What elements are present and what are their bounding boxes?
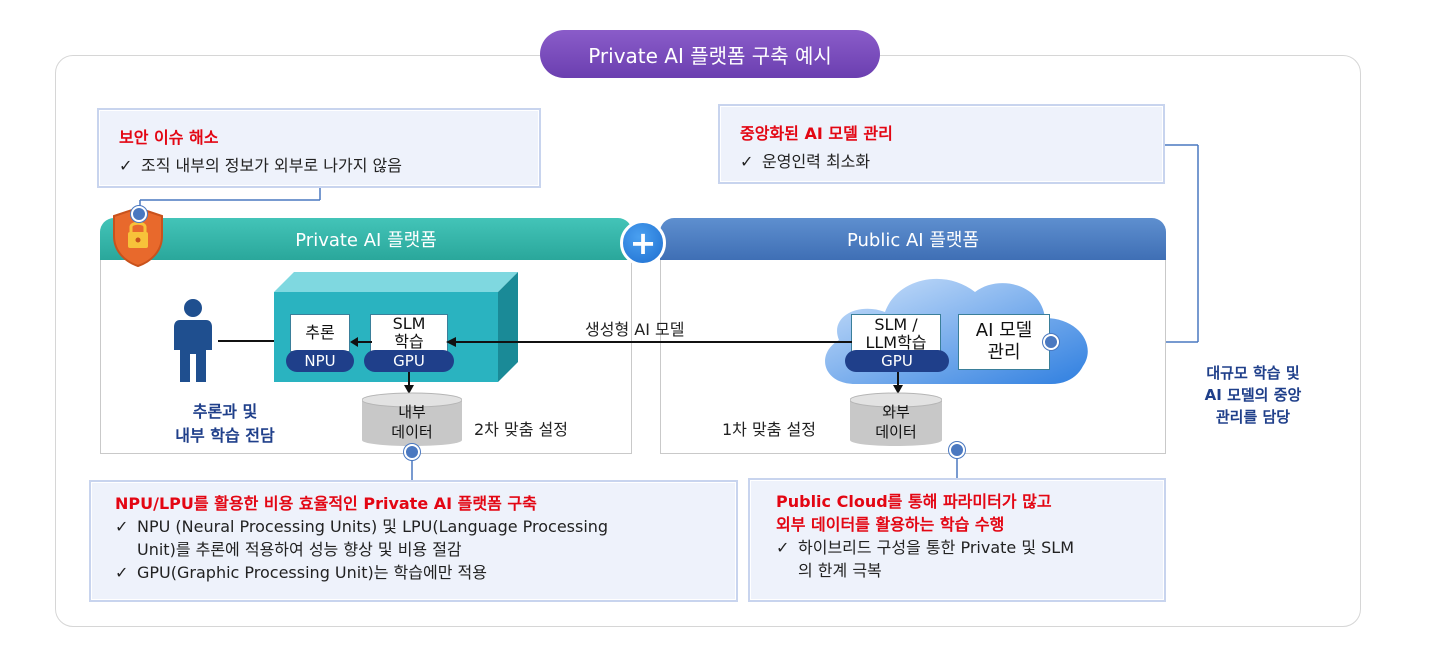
person-icon xyxy=(172,298,214,384)
check-icon: ✓ xyxy=(776,538,790,557)
gpu-label-private: GPU xyxy=(364,350,454,372)
internal-data-line2: 데이터 xyxy=(391,423,433,441)
slm-llm-training-box: SLM / LLM학습 xyxy=(851,314,941,354)
public-platform-header: Public AI 플랫폼 xyxy=(660,218,1166,260)
slm-box-line2: 학습 xyxy=(394,332,424,351)
npu-lpu-note: NPU/LPU를 활용한 비용 효율적인 Private AI 플랫폼 구축 ✓… xyxy=(89,480,738,602)
external-data-label: 와부 데이터 xyxy=(850,402,942,442)
internal-data-cylinder xyxy=(362,392,462,446)
public-cloud-note: Public Cloud를 통해 파라미터가 많고 외부 데이터를 활용하는 학… xyxy=(748,478,1166,602)
generative-model-label: 생성형 AI 모델 xyxy=(585,320,685,339)
slm-box-line1: SLM xyxy=(392,314,426,333)
security-note: 보안 이슈 해소 ✓ 조직 내부의 정보가 외부로 나가지 않음 xyxy=(97,108,541,188)
npu-label: NPU xyxy=(286,350,354,372)
central-management-note: 중앙화된 AI 모델 관리 ✓ 운영인력 최소화 xyxy=(718,104,1165,184)
slm-training-box: SLM 학습 xyxy=(370,314,448,352)
plus-icon: + xyxy=(620,220,666,266)
model-mgmt-line1: AI 모델 xyxy=(975,320,1033,341)
gpu-label-public: GPU xyxy=(845,350,949,372)
gpu-to-external-data-arrow xyxy=(893,372,903,394)
second-tuning-label: 2차 맞춤 설정 xyxy=(474,420,568,439)
generative-model-arrow xyxy=(446,337,852,347)
external-data-cylinder xyxy=(850,392,942,446)
side-text-line3: 관리를 담당 xyxy=(1215,408,1291,426)
user-caption-line1: 추론과 및 xyxy=(192,402,258,421)
npu-note-bullet2: GPU(Graphic Processing Unit)는 학습에만 적용 xyxy=(137,563,487,582)
check-icon: ✓ xyxy=(115,517,129,536)
user-caption: 추론과 및 내부 학습 전담 xyxy=(160,400,290,448)
npu-note-bullet1-line1: NPU (Neural Processing Units) 및 LPU(Lang… xyxy=(137,517,609,536)
model-mgmt-line2: 관리 xyxy=(987,342,1021,363)
external-data-line1: 와부 xyxy=(882,403,910,421)
slm-llm-line1: SLM / xyxy=(874,315,918,334)
ai-model-management-box: AI 모델 관리 xyxy=(958,314,1050,370)
side-description: 대규모 학습 및 AI 모델의 중앙 관리를 담당 xyxy=(1188,362,1318,428)
cloud-note-heading-line2: 외부 데이터를 활용하는 학습 수행 xyxy=(776,515,1005,534)
diagram-title: Private AI 플랫폼 구축 예시 xyxy=(540,30,880,78)
check-icon: ✓ xyxy=(740,152,754,171)
npu-note-bullet1-line2: Unit)를 추론에 적용하여 성능 향상 및 비용 절감 xyxy=(137,540,462,559)
check-icon: ✓ xyxy=(119,156,133,175)
security-note-bullet: 조직 내부의 정보가 외부로 나가지 않음 xyxy=(141,156,402,175)
cloud-note-bullet-line2: 의 한계 극복 xyxy=(798,561,882,580)
external-data-line2: 데이터 xyxy=(875,423,917,441)
connector-dot xyxy=(131,206,147,222)
inference-box: 추론 xyxy=(290,314,350,352)
security-note-heading: 보안 이슈 해소 xyxy=(119,128,219,147)
cloud-note-heading-line1: Public Cloud를 통해 파라미터가 많고 xyxy=(776,492,1052,511)
user-caption-line2: 내부 학습 전담 xyxy=(175,426,275,445)
slm-to-inference-arrow xyxy=(350,337,372,347)
check-icon: ✓ xyxy=(115,563,129,582)
central-note-heading: 중앙화된 AI 모델 관리 xyxy=(740,124,893,143)
npu-note-heading: NPU/LPU를 활용한 비용 효율적인 Private AI 플랫폼 구축 xyxy=(115,494,537,513)
first-tuning-label: 1차 맞춤 설정 xyxy=(722,420,816,439)
gpu-to-internal-data-arrow xyxy=(404,372,414,394)
lock-shield-icon xyxy=(108,204,168,268)
connector-dot xyxy=(949,442,965,458)
slm-llm-line2: LLM학습 xyxy=(865,333,927,352)
cloud-note-bullet-line1: 하이브리드 구성을 통한 Private 및 SLM xyxy=(798,538,1075,557)
side-text-line1: 대규모 학습 및 xyxy=(1206,364,1300,382)
connector-dot xyxy=(404,444,420,460)
central-note-bullet: 운영인력 최소화 xyxy=(762,152,871,171)
side-text-line2: AI 모델의 중앙 xyxy=(1204,386,1302,404)
internal-data-label: 내부 데이터 xyxy=(362,402,462,442)
connector-dot xyxy=(1043,334,1059,350)
internal-data-line1: 내부 xyxy=(398,403,426,421)
private-platform-header: Private AI 플랫폼 xyxy=(100,218,632,260)
